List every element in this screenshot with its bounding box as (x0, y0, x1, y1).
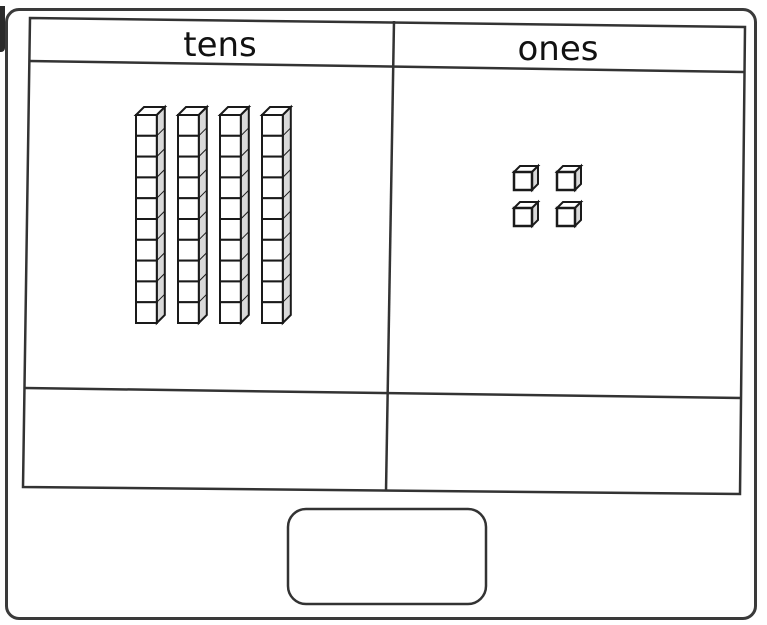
tens-blocks (136, 107, 291, 323)
total-answer-box[interactable] (288, 509, 486, 604)
ones-blocks (514, 166, 581, 226)
ten-rod-icon (262, 107, 291, 323)
ten-rod-icon (136, 107, 165, 323)
ten-rod-icon (220, 107, 249, 323)
place-value-table-border (23, 18, 745, 494)
unit-cube-icon (514, 166, 538, 190)
ones-answer-cell[interactable] (392, 400, 734, 488)
ones-header-label: ones (518, 29, 599, 69)
unit-cube-icon (557, 166, 581, 190)
tens-header-label: tens (183, 25, 257, 65)
ten-rod-icon (178, 107, 207, 323)
header-divider (29, 61, 744, 72)
answer-row-divider (25, 388, 741, 398)
unit-cube-icon (514, 202, 538, 226)
unit-cube-icon (557, 202, 581, 226)
column-divider (386, 21, 394, 491)
tens-answer-cell[interactable] (30, 395, 380, 483)
